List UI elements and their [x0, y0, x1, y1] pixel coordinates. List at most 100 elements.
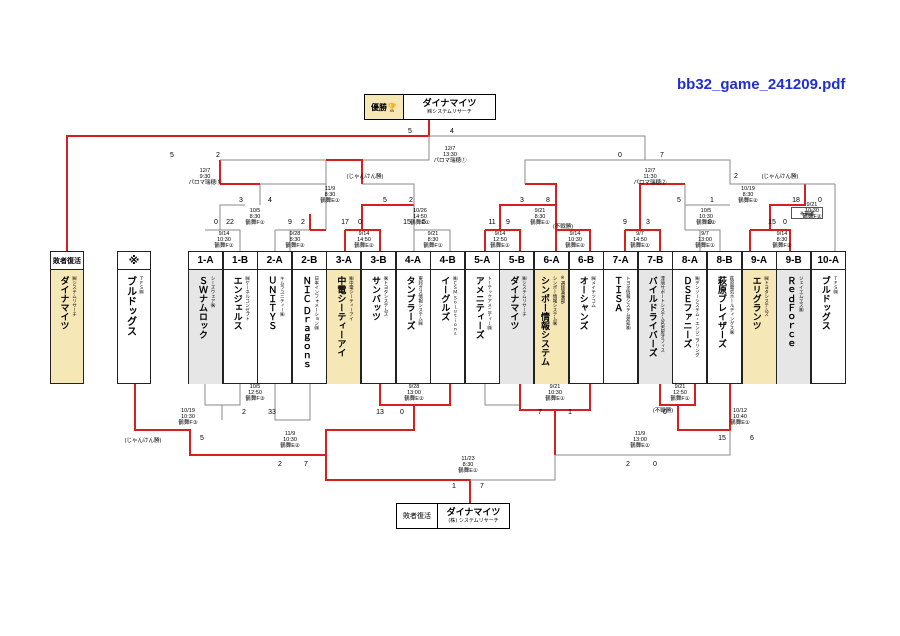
team-slot-id: 10-A [811, 252, 845, 270]
champion-team: ダイナマイツ [422, 98, 477, 109]
team-org: シンポー情報システム㈱ [552, 276, 557, 326]
repechage-column-org: ㈱システムリサーチ [71, 276, 77, 317]
score-number: 4 [450, 128, 454, 135]
champion-box: 優勝🏆 ダイナマイツ ㈱システムリサーチ [364, 94, 496, 120]
score-number: 5 [677, 197, 681, 204]
team-slot-id: 1-A [189, 252, 222, 270]
lottery-note: ※抽選 [791, 207, 823, 219]
score-number: 4 [268, 197, 272, 204]
score-number: 2 [216, 152, 220, 159]
game-time: 10:30 [283, 437, 297, 443]
game-date: 10/5 [250, 208, 261, 214]
team-slot-id: 6-A [535, 252, 568, 270]
repechage-result-org: (株) システムリサーチ [448, 517, 499, 524]
score-number: 7 [538, 409, 542, 416]
game-venue: 鶴舞F③ [245, 394, 264, 402]
game-time: 10:30 [568, 237, 582, 243]
game-venue: 鶴舞E① [695, 241, 715, 249]
bracket-line [519, 384, 591, 455]
game-date: 12/7 [200, 168, 211, 174]
janken-note: (じゃんけん勝) [762, 172, 799, 180]
bracket-line [624, 229, 661, 251]
bracket-line [555, 229, 591, 251]
game-date: 11/9 [285, 431, 295, 437]
bracket-line [220, 136, 430, 161]
bracket-line [524, 159, 645, 184]
game-date: 12/7 [445, 146, 456, 152]
team-org: ㈱メイテツコム [590, 276, 596, 308]
score-number: 9 [708, 219, 712, 226]
game-venue: 鶴舞E② [738, 196, 758, 204]
game-time: 13:30 [443, 152, 457, 158]
score-number: 1 [710, 197, 714, 204]
game-venue: 鶴舞E② [280, 441, 300, 449]
game-time: 13:00 [698, 237, 712, 243]
score-number: 1 [452, 483, 456, 490]
bracket-line [361, 204, 414, 230]
game-date: 9/21 [428, 231, 439, 237]
team-org: 萩原電気ホールディングス㈱ [729, 276, 734, 335]
seed-column-team: ブルドッグス [124, 276, 136, 336]
seed-column-org: ＴＦＳ㈱ [138, 276, 144, 294]
team-org: ㈱中電シーティーアイ [348, 276, 354, 321]
team-name: シンポー情報システム [539, 276, 549, 366]
bracket-line [555, 430, 731, 456]
game-date: 9/21 [550, 384, 561, 390]
game-venue: 鶴舞E① [320, 196, 340, 204]
game-venue: 鶴舞F① [245, 218, 264, 226]
bracket-line [645, 159, 805, 185]
game-time: 10:40 [733, 414, 747, 420]
game-date: 10/19 [741, 186, 755, 192]
team-name: バイルドライバーズ [646, 276, 657, 357]
team-name: タンブラーズ [404, 276, 415, 330]
team-org: 日本インフォメーション㈱ [313, 276, 319, 330]
score-number: 7 [304, 461, 308, 468]
game-time: 8:30 [428, 237, 439, 243]
repechage-column-team: ダイナマイツ [58, 276, 69, 330]
team-slot-id: 5-B [500, 252, 534, 270]
seed-column-label: ※ [118, 252, 150, 270]
repechage-column-label: 敗者復活 [51, 252, 83, 270]
score-number: 0 [214, 219, 218, 226]
team-name: ＲｅｄＦｏｒｃｅ [785, 276, 796, 348]
team-org: ㈱ケーネルコンセプト [244, 276, 250, 321]
game-venue: 鶴舞E② [565, 241, 585, 249]
team-slot-id: 8-A [673, 252, 707, 270]
bracket-line [470, 455, 556, 481]
score-number: 7 [660, 152, 664, 159]
team-slot-id: 7-B [638, 252, 672, 270]
score-number: 17 [341, 219, 349, 226]
team-slot-id: 4-A [396, 252, 430, 270]
game-time: 14:50 [357, 237, 371, 243]
walkover-note: (不戦勝) [653, 406, 673, 414]
score-number: 3 [520, 197, 524, 204]
document-title: bb32_game_241209.pdf [677, 76, 846, 93]
janken-note: (じゃんけん勝) [125, 436, 162, 444]
score-number: 3 [239, 197, 243, 204]
bracket-line [639, 183, 685, 230]
score-number: 0 [618, 152, 622, 159]
team-name: ＵＮＩＴＹＳ [266, 276, 277, 330]
score-number: 33 [268, 409, 276, 416]
team-slot-id: 6-B [569, 252, 603, 270]
score-number: 13 [376, 409, 384, 416]
score-number: 15 [768, 219, 776, 226]
bracket-line [205, 229, 241, 251]
seed-column: ※ ブルドッグス ＴＦＳ㈱ [117, 251, 151, 384]
game-venue: 鶴舞E① [530, 218, 550, 226]
score-number: 2 [734, 173, 738, 180]
bracket-line [749, 229, 791, 251]
team-slot-id: 1-B [223, 252, 257, 270]
game-time: 13:00 [407, 390, 421, 396]
game-date: 9/21 [535, 208, 546, 214]
game-time: 9:30 [200, 174, 211, 180]
game-venue: 鶴舞E② [696, 218, 716, 226]
game-time: 12:50 [493, 237, 507, 243]
score-number: 18 [792, 197, 800, 204]
